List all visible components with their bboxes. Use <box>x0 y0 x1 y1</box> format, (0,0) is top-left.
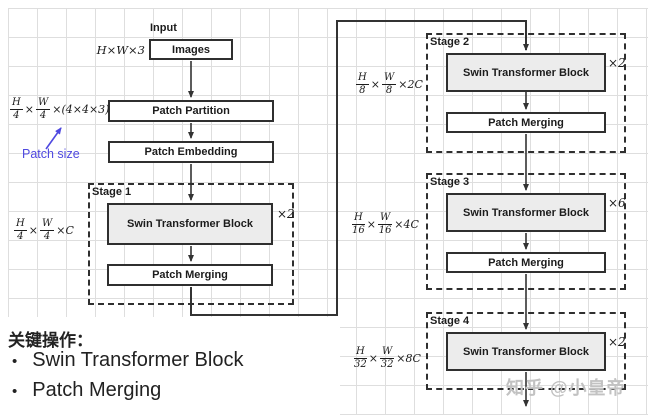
stage3-swin-block-label: Swin Transformer Block <box>463 206 589 219</box>
formula-suffix: ×C <box>56 223 74 237</box>
times-sign: × <box>368 351 378 365</box>
images-box-label: Images <box>172 43 210 56</box>
stage3-swin-block: Swin Transformer Block <box>446 193 606 232</box>
stage4-swin-block: Swin Transformer Block <box>446 332 606 371</box>
stage1-swin-block-label: Swin Transformer Block <box>127 218 253 230</box>
stage3-patch-merging-box: Patch Merging <box>446 252 606 273</box>
legend-item-swin-block: Swin Transformer Block <box>12 349 243 372</box>
patch-size-callout: Patch size <box>22 147 80 161</box>
input-dims-label: H×W×3 <box>96 43 145 57</box>
stage2-swin-block: Swin Transformer Block <box>446 53 606 92</box>
stage1-label: Stage 1 <box>92 186 132 198</box>
patch-embedding-box: Patch Embedding <box>108 141 274 163</box>
stage2-patch-merging-box: Patch Merging <box>446 112 606 133</box>
stage2-multiplier: ×2 <box>608 56 626 70</box>
stage2-container <box>426 33 626 153</box>
stage3-patch-merging-label: Patch Merging <box>488 256 564 269</box>
stage1-multiplier: ×2 <box>277 207 295 221</box>
stage1-swin-block: Swin Transformer Block <box>107 203 273 245</box>
legend-title: 关键操作： <box>8 331 93 350</box>
times-sign: × <box>24 102 34 116</box>
stage3-container <box>426 173 626 290</box>
times-sign: × <box>366 217 376 231</box>
patch-partition-label: Patch Partition <box>152 105 230 117</box>
times-sign: × <box>370 77 380 91</box>
stage2-swin-block-label: Swin Transformer Block <box>463 66 589 79</box>
stage2-patch-merging-label: Patch Merging <box>488 116 564 129</box>
input-label: Input <box>150 22 177 34</box>
patch-partition-box: Patch Partition <box>108 100 274 122</box>
times-sign: × <box>28 223 38 237</box>
stage4-label: Stage 4 <box>430 315 470 327</box>
stage3-multiplier: ×6 <box>608 196 626 210</box>
stage1-patch-merging-box: Patch Merging <box>107 264 273 286</box>
stage2-label: Stage 2 <box>430 36 470 48</box>
formula-suffix: ×(4×4×3) <box>52 102 110 116</box>
stage3-label: Stage 3 <box>430 176 470 188</box>
patch-embedding-label: Patch Embedding <box>144 146 238 158</box>
stage4-multiplier: ×2 <box>608 335 626 349</box>
formula-suffix: ×2C <box>398 77 423 91</box>
stage4-container <box>426 312 626 390</box>
stage1-container <box>88 183 294 305</box>
formula-suffix: ×4C <box>394 217 419 231</box>
formula-suffix: ×8C <box>396 351 421 365</box>
stage1-patch-merging-label: Patch Merging <box>152 269 228 281</box>
zhihu-watermark: 知乎 @小皇帝 <box>506 378 626 398</box>
stage4-swin-block-label: Swin Transformer Block <box>463 345 589 358</box>
legend-item-patch-merging: Patch Merging <box>12 379 161 402</box>
images-box: Images <box>149 39 233 60</box>
